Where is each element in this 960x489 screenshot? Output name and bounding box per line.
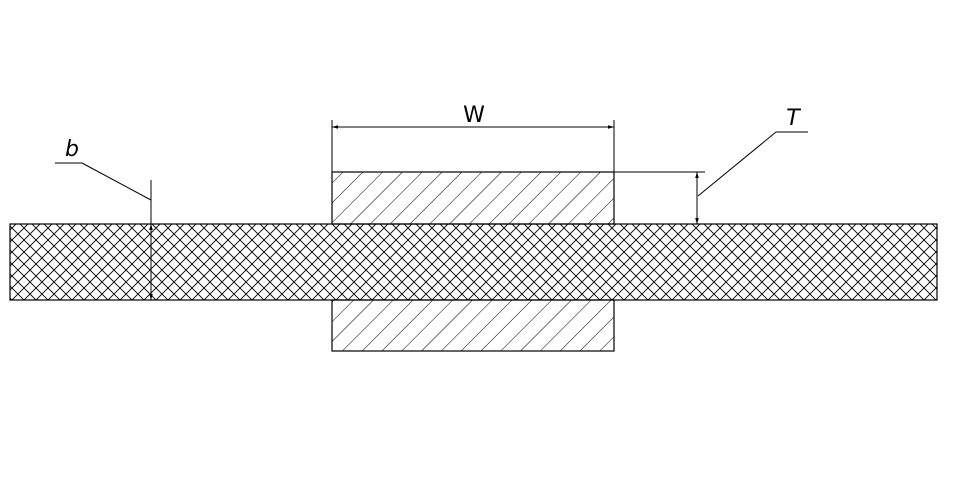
thickness-dimension: T (614, 106, 808, 224)
width-dimension: W (331, 103, 615, 172)
core-strip (9, 223, 938, 301)
width-label: W (463, 103, 485, 128)
thickness-leader (697, 131, 777, 197)
thickness-label: T (786, 106, 801, 131)
core-thickness-dimension: b (55, 137, 153, 300)
upper-plate (331, 171, 615, 225)
core-thickness-label: b (65, 137, 79, 162)
lower-plate (331, 299, 615, 352)
core-thickness-leader (81, 162, 152, 201)
